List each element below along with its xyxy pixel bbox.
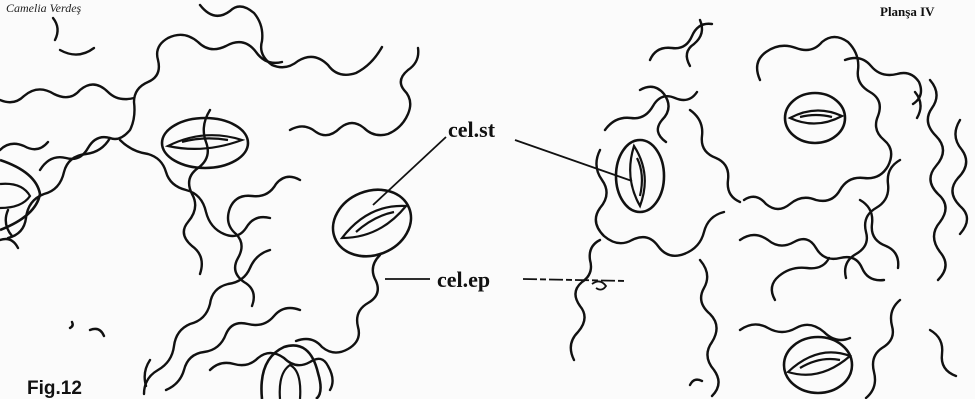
left-epidermal-walls	[0, 5, 418, 394]
stoma-center-right	[616, 140, 664, 212]
epidermal-cell-label: cel.ep	[437, 267, 490, 293]
plate-number: Planşa IV	[880, 4, 935, 20]
author-credit: Camelia Verdeş	[6, 1, 81, 16]
stoma-bottom-right	[784, 337, 852, 393]
stoma-middle-left	[323, 178, 421, 267]
stomata-cell-label: cel.st	[448, 117, 495, 143]
figure-caption: Fig.12	[27, 378, 82, 399]
stoma-upper-right	[785, 93, 845, 143]
